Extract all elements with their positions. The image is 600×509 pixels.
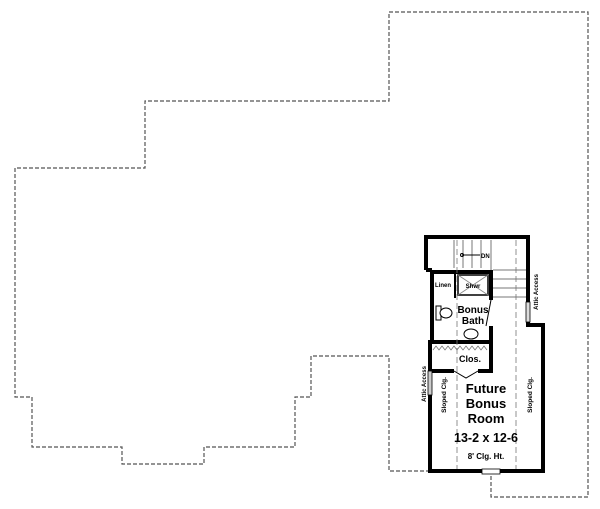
closet-door xyxy=(453,370,479,379)
main-floor-outline xyxy=(14,11,589,498)
bath-door xyxy=(485,299,492,327)
sloped-ceiling-left: Sloped Clg. xyxy=(441,377,448,413)
linen-label: Linen xyxy=(435,283,451,289)
closet-label: Clos. xyxy=(459,354,481,364)
shower xyxy=(457,274,489,296)
toilet-bowl xyxy=(439,307,453,319)
exterior-door[interactable] xyxy=(481,468,501,475)
room-name-2: Bonus xyxy=(466,396,506,411)
stairs xyxy=(453,240,526,298)
room-dimensions: 13-2 x 12-6 xyxy=(454,431,518,445)
attic-access-left-label: Attic Access xyxy=(422,365,428,401)
ceiling-height: 8' Clg. Ht. xyxy=(468,452,505,461)
sink-icon xyxy=(463,328,479,340)
sloped-ceiling-lines xyxy=(456,240,517,469)
bonus-room-walls xyxy=(424,235,545,473)
sloped-ceiling-right: Sloped Clg. xyxy=(527,377,534,413)
shower-cross xyxy=(457,274,489,296)
closet-rod xyxy=(432,345,488,351)
room-name-3: Room xyxy=(468,411,505,426)
attic-access-right-door[interactable] xyxy=(525,301,531,323)
shower-label: Shwr xyxy=(466,284,481,290)
room-name-1: Future xyxy=(466,381,506,396)
stair-dn-label: DN xyxy=(481,254,490,260)
bath-label-1: Bonus xyxy=(457,305,489,316)
attic-access-right-label: Attic Access xyxy=(534,273,540,309)
bath-label-2: Bath xyxy=(462,316,484,327)
attic-access-left-door[interactable] xyxy=(427,370,433,396)
